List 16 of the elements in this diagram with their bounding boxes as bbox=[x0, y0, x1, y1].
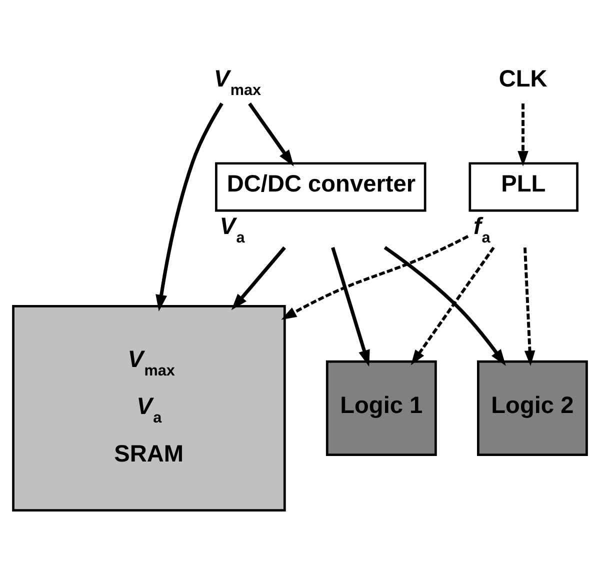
arrow bbox=[331, 246, 370, 366]
arrow bbox=[384, 245, 506, 366]
node-box: Logic 2 bbox=[477, 360, 588, 456]
node-box: Logic 1 bbox=[326, 360, 437, 456]
node-text: V$_{max}$ bbox=[214, 65, 262, 99]
node-label: V$_{a}$ bbox=[220, 212, 245, 246]
arrow bbox=[518, 103, 528, 166]
arrow bbox=[281, 234, 469, 320]
node-box: V$_{max}$ V$_{a}$ SRAM bbox=[12, 304, 286, 511]
arrow bbox=[231, 246, 286, 310]
arrow bbox=[524, 246, 536, 366]
node-label: f$_{a}$ bbox=[473, 212, 490, 246]
node-text: CLK bbox=[498, 65, 548, 92]
arrow bbox=[410, 246, 495, 365]
arrow bbox=[156, 102, 224, 311]
arrow bbox=[248, 102, 294, 166]
